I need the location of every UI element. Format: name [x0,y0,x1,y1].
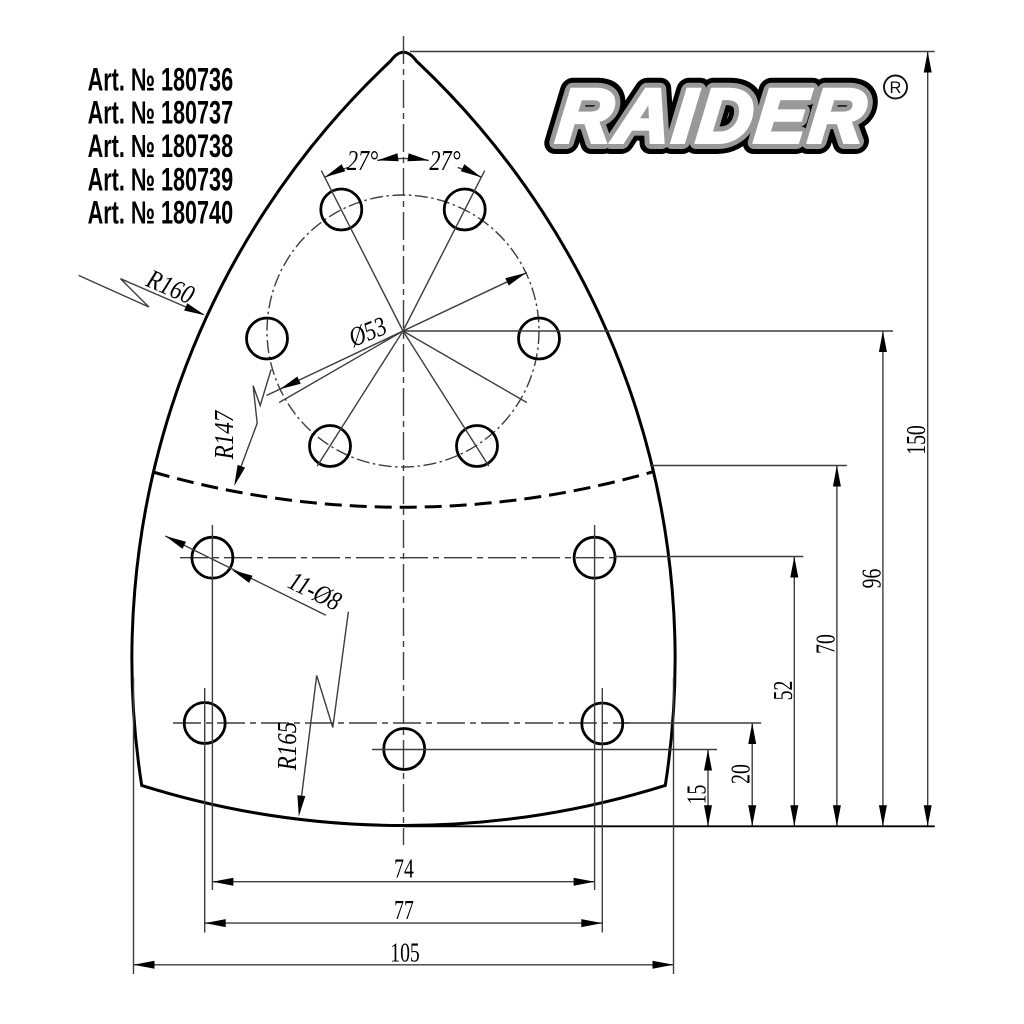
svg-text:Art. № 180736: Art. № 180736 [88,61,233,97]
svg-text:Art. № 180739: Art. № 180739 [88,161,233,197]
svg-text:R147: R147 [210,409,239,460]
svg-text:Art. № 180737: Art. № 180737 [88,94,233,130]
svg-text:105: 105 [390,939,420,969]
svg-text:Art. № 180740: Art. № 180740 [88,194,233,230]
svg-text:RAIDER: RAIDER [553,74,872,159]
svg-text:27°: 27° [347,146,378,177]
svg-text:R: R [890,79,902,97]
svg-text:R165: R165 [273,722,302,771]
svg-text:77: 77 [394,896,414,926]
svg-text:Art. № 180738: Art. № 180738 [88,128,233,164]
svg-text:RAIDER: RAIDER [553,74,872,159]
svg-text:15: 15 [683,785,713,805]
svg-text:70: 70 [812,634,842,654]
svg-text:20: 20 [727,764,757,784]
svg-text:27°: 27° [429,146,460,177]
svg-text:150: 150 [902,425,932,455]
svg-text:52: 52 [769,681,799,701]
svg-text:74: 74 [394,855,414,885]
svg-text:RAIDER: RAIDER [553,74,872,159]
svg-text:96: 96 [858,568,888,588]
